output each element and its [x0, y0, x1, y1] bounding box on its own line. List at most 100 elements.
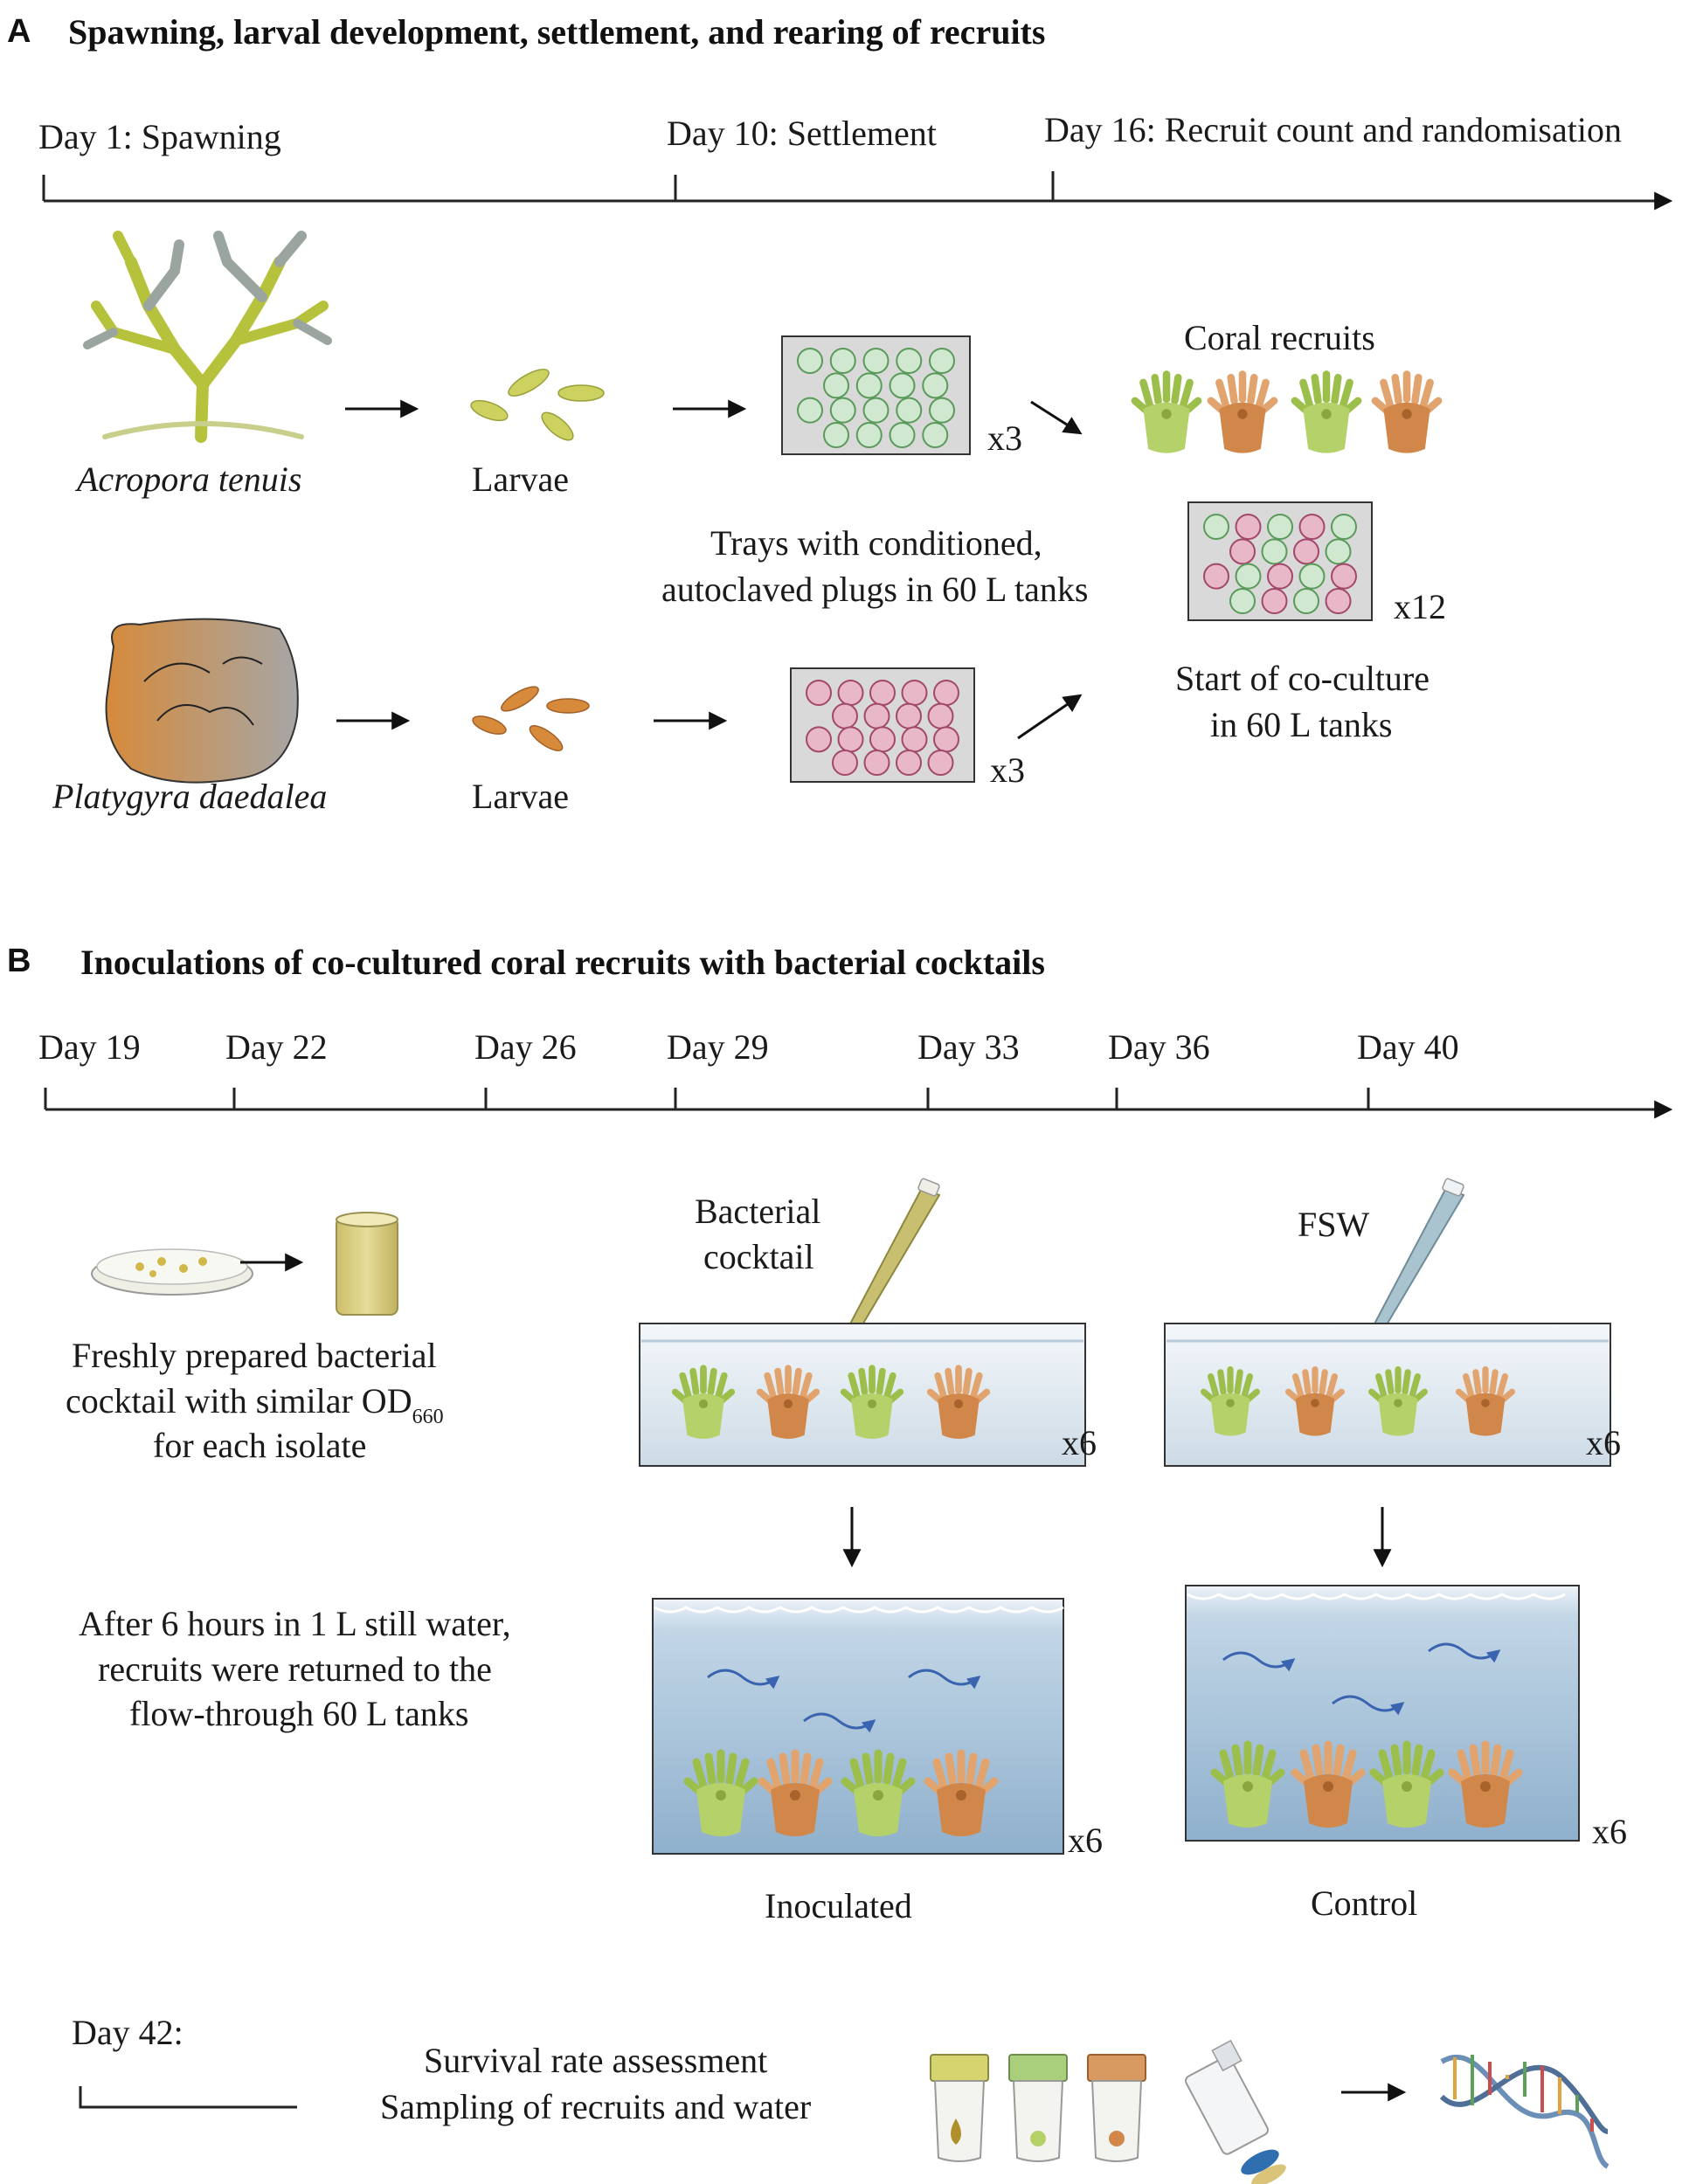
- trays-caption-line-2: autoclaved plugs in 60 L tanks: [661, 570, 1088, 609]
- recruit-green: [1135, 374, 1198, 453]
- coral-recruits-label: Coral recruits: [1184, 318, 1375, 357]
- dna-icon: [1439, 2054, 1610, 2169]
- plug: [1331, 514, 1357, 540]
- prep-line-2: cocktail with similar OD660: [66, 1381, 444, 1428]
- recruit-orange: [1211, 374, 1274, 453]
- plug: [1235, 514, 1262, 540]
- plug: [863, 750, 890, 776]
- sample-tube-icon: [1087, 2054, 1146, 2162]
- plug: [927, 750, 954, 776]
- timeline-day-10: Day 10: Settlement: [667, 114, 937, 153]
- beaker-icon: [336, 1212, 398, 1316]
- arrow-tray-to-recruits: [1030, 400, 1083, 435]
- plug: [1293, 538, 1319, 565]
- plug: [797, 348, 823, 374]
- branching-coral-icon: [83, 231, 332, 443]
- plug: [1203, 563, 1229, 590]
- coculture-caption-line-1: Start of co-culture: [1175, 659, 1430, 698]
- large-tank-multiplier-1: x6: [1068, 1821, 1103, 1860]
- final-line-1: Survival rate assessment: [424, 2041, 767, 2080]
- plug: [829, 397, 856, 424]
- prep-line-1: Freshly prepared bacterial: [72, 1336, 437, 1375]
- plug: [1298, 563, 1326, 590]
- plug: [933, 680, 959, 706]
- arrow-tray-to-coculture: [1017, 694, 1083, 740]
- plug: [1229, 588, 1256, 614]
- plug: [855, 422, 883, 448]
- cocktail-label-line-2: cocktail: [703, 1237, 814, 1276]
- plug: [862, 397, 890, 424]
- timeline-day-36: Day 36: [1108, 1027, 1210, 1067]
- petri-dish-icon: [91, 1248, 253, 1296]
- trays-caption-line-1: Trays with conditioned,: [710, 523, 1042, 563]
- plug: [896, 397, 923, 424]
- panel-a-heading: Spawning, larval development, settlement…: [68, 12, 1045, 52]
- fsw-label: FSW: [1298, 1205, 1369, 1244]
- plug: [1267, 514, 1293, 540]
- plug: [901, 726, 928, 753]
- water-current-icon: [707, 1669, 981, 1733]
- plug: [806, 680, 832, 706]
- after-line-1: After 6 hours in 1 L still water,: [79, 1604, 511, 1643]
- plug: [829, 348, 856, 374]
- panel-b-letter: B: [7, 943, 31, 979]
- timeline-day-22: Day 22: [225, 1027, 328, 1067]
- prep-line-2-main: cocktail with similar OD: [66, 1381, 412, 1420]
- plug: [806, 726, 832, 753]
- plug: [1235, 563, 1262, 590]
- plug: [837, 680, 864, 706]
- panel-b-heading: Inoculations of co-cultured coral recrui…: [80, 943, 1045, 982]
- panel-b-timeline: Day 19 Day 22 Day 26 Day 29 Day 33 Day 3…: [38, 1027, 1673, 1119]
- sample-tube-icon: [930, 2054, 989, 2162]
- plug: [896, 750, 922, 776]
- plug: [797, 397, 823, 424]
- timeline-day-1: Day 1: Spawning: [38, 117, 281, 156]
- plug: [837, 726, 864, 753]
- water-current-icon: [1222, 1642, 1501, 1716]
- plug: [1261, 588, 1288, 614]
- tray-multiplier-1: x3: [987, 418, 1022, 458]
- panel-a-timeline: Day 1: Spawning Day 10: Settlement Day 1…: [38, 110, 1673, 211]
- inoculated-label: Inoculated: [765, 1886, 912, 1925]
- plug: [929, 348, 955, 374]
- plug: [869, 680, 896, 706]
- panel-a-letter: A: [7, 13, 31, 50]
- timeline-day-33: Day 33: [917, 1027, 1020, 1067]
- plug: [855, 372, 883, 399]
- species-acropora: Acropora tenuis: [74, 460, 301, 499]
- large-tank-multiplier-2: x6: [1592, 1812, 1627, 1851]
- larvae-acropora: [470, 369, 605, 441]
- plug: [901, 680, 928, 706]
- plug: [1298, 514, 1326, 540]
- plug: [929, 397, 955, 424]
- larvae-label-1: Larvae: [472, 460, 569, 499]
- plug: [896, 702, 922, 729]
- plug: [1325, 538, 1352, 565]
- plug: [1267, 563, 1293, 590]
- prep-subscript: 660: [412, 1406, 444, 1428]
- plug: [1331, 563, 1357, 590]
- larvae-label-2: Larvae: [472, 777, 569, 816]
- plug: [933, 726, 959, 753]
- plug: [832, 750, 858, 776]
- plug: [922, 372, 949, 399]
- coral-recruits-row: [1135, 374, 1438, 453]
- plug: [823, 372, 849, 399]
- timeline-day-40: Day 40: [1357, 1027, 1459, 1067]
- day-42-label: Day 42:: [72, 2013, 183, 2052]
- sample-tube-icon: [1008, 2054, 1068, 2162]
- day-42-bracket: [79, 2086, 297, 2109]
- plug: [922, 422, 949, 448]
- plug: [1229, 538, 1256, 565]
- plug: [889, 422, 916, 448]
- coculture-multiplier: x12: [1394, 587, 1446, 626]
- plug: [832, 702, 858, 729]
- plug: [927, 702, 954, 729]
- timeline-day-26: Day 26: [474, 1027, 577, 1067]
- tray-mixed-plugs: [1187, 501, 1373, 621]
- timeline-day-29: Day 29: [667, 1027, 769, 1067]
- recruit-green: [1295, 374, 1358, 453]
- small-tank-inoculated: [639, 1323, 1086, 1467]
- larvae-platygyra: [472, 686, 590, 751]
